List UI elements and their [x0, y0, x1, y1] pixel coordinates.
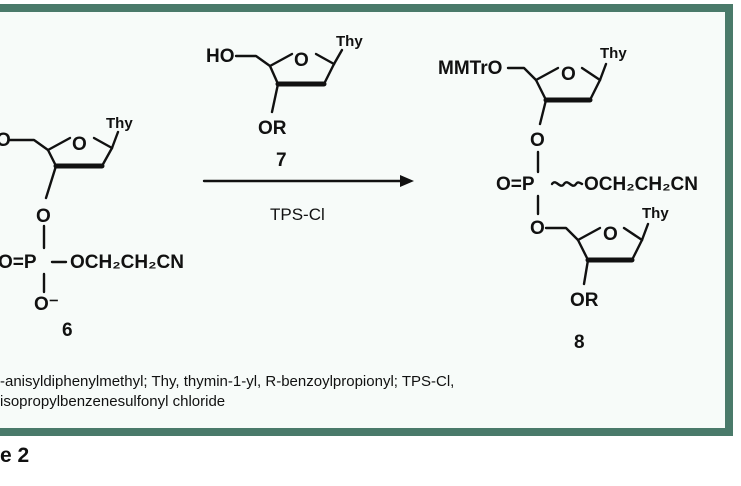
caption-line-2: isopropylbenzenesulfonyl chloride [0, 393, 226, 410]
c6-ring-o: O [72, 134, 87, 155]
c7-ho: HO [206, 46, 235, 67]
compound-number-8: 8 [574, 332, 585, 353]
c8-ring2-bond [576, 226, 602, 242]
c8-ring2-bond [576, 238, 590, 262]
c8-mmtro: MMTrO [438, 58, 502, 79]
c8-ring1-bond [534, 66, 560, 82]
compound-8: MMTrO O Thy O O=P OCH₂CH₂CN O O Thy OR 8 [438, 45, 698, 353]
c6-ch2-bond [8, 138, 50, 152]
c6-link-o: O [36, 206, 51, 227]
c7-or: OR [258, 118, 287, 139]
c6-thy: Thy [106, 115, 133, 132]
c8-3prime-bond [538, 98, 548, 126]
c7-ch2-bond [234, 54, 272, 68]
c6-ring-bond [46, 148, 58, 168]
c8-ring1-bond [588, 78, 602, 102]
c8-link-o-2: O [530, 218, 545, 239]
c6-3prime-bond [44, 164, 58, 200]
c7-ring-o: O [294, 50, 309, 71]
c8-ring1-bond [580, 66, 602, 82]
c7-thy-bond [332, 48, 344, 66]
compound-number-6: 6 [62, 320, 73, 341]
c6-thy-bond [110, 130, 120, 150]
compound-7: HO O Thy OR 7 [206, 33, 363, 171]
c8-thy1-bond [598, 62, 608, 82]
reaction-arrow: TPS-Cl [202, 175, 414, 224]
c8-ch2-bond [506, 66, 538, 82]
c8-thy-1: Thy [600, 45, 627, 62]
c8-thy-2: Thy [642, 205, 669, 222]
c7-ring-bond [314, 52, 336, 66]
c6-5prime-o: O [0, 130, 11, 151]
reagent-label: TPS-Cl [270, 205, 325, 224]
c8-3prime-bond-2 [582, 258, 590, 286]
c7-3prime-bond [270, 82, 280, 114]
c8-ring1-o: O [561, 64, 576, 85]
compound-6: O O Thy O O=P OCH₂CH₂CN O⁻ 6 [0, 115, 184, 341]
c6-p-eq-o: O=P [0, 252, 37, 273]
c7-ring-bond [268, 64, 280, 86]
c6-ring-bond [46, 136, 72, 152]
c7-ring-bond [322, 62, 336, 86]
compound-number-7: 7 [276, 150, 287, 171]
scheme-label: e 2 [0, 444, 30, 467]
c8-ring1-bond [534, 78, 548, 102]
c8-ring2-bond [622, 226, 644, 242]
c8-ring2-bond [630, 238, 644, 262]
c8-ch2-bond-2 [544, 226, 580, 242]
c8-thy2-bond [640, 222, 650, 242]
c8-p-eq-o: O=P [496, 174, 535, 195]
scheme-caption: -anisyldiphenylmethyl; Thy, thymin-1-yl,… [0, 372, 720, 412]
c7-ring-bond [268, 52, 294, 68]
c8-p-ester: OCH₂CH₂CN [584, 174, 698, 195]
arrow-head [400, 175, 414, 187]
c7-thy: Thy [336, 33, 363, 50]
scheme-frame [0, 4, 733, 436]
c8-ring2-o: O [603, 224, 618, 245]
c8-or: OR [570, 290, 599, 311]
c6-p-ester: OCH₂CH₂CN [70, 252, 184, 273]
c6-ring-bond [92, 136, 114, 150]
caption-line-1: -anisyldiphenylmethyl; Thy, thymin-1-yl,… [0, 373, 455, 390]
c8-link-o-1: O [530, 130, 545, 151]
c6-o-minus: O⁻ [34, 294, 59, 315]
c6-ring-bond [100, 146, 114, 168]
c8-wavy-bond [550, 181, 584, 187]
